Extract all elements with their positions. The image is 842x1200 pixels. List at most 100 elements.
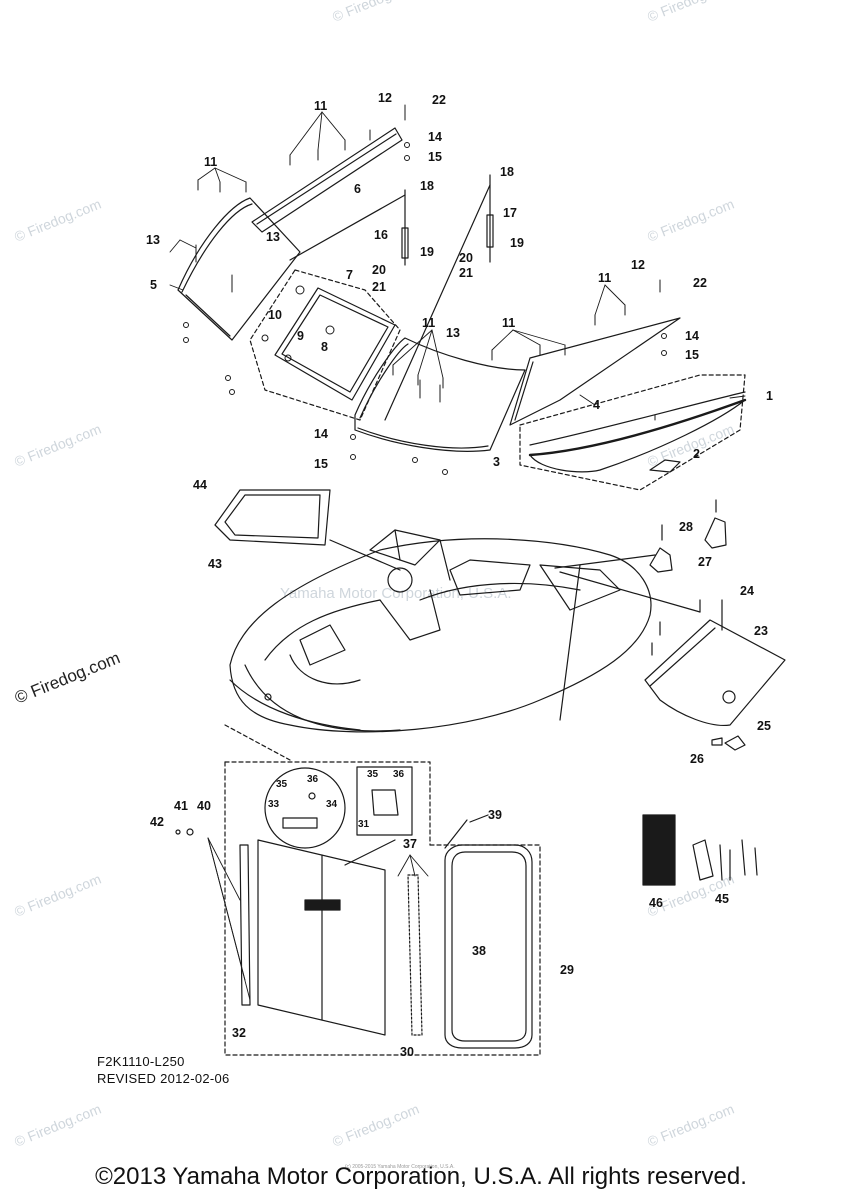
- callout-41: 41: [174, 799, 188, 813]
- callout-8: 8: [321, 340, 328, 354]
- callout-6: 6: [354, 182, 361, 196]
- windshield-panel-5: [177, 197, 301, 341]
- callout-15: 15: [685, 348, 699, 362]
- callout-34: 34: [326, 799, 338, 810]
- callout-21: 21: [459, 266, 473, 280]
- callout-10: 10: [268, 308, 282, 322]
- callout-38: 38: [472, 944, 486, 958]
- callout-20: 20: [372, 263, 386, 277]
- callout-31: 31: [358, 819, 370, 830]
- callout-28: 28: [679, 520, 693, 534]
- windshield-strip-6: [251, 127, 403, 233]
- storage-tray-43: [214, 489, 401, 571]
- callout-18: 18: [500, 165, 514, 179]
- callout-43: 43: [208, 557, 222, 571]
- windshield-panel-3: [354, 337, 526, 452]
- callout-36: 36: [393, 769, 405, 780]
- leader-lines: [397, 854, 429, 877]
- callout-4: 4: [593, 398, 600, 412]
- callout-2: 2: [693, 447, 700, 461]
- callout-35: 35: [367, 769, 379, 780]
- strut-17: [486, 174, 494, 263]
- windshield-panel-7: [274, 287, 396, 401]
- callout-33: 33: [268, 799, 280, 810]
- callout-15: 15: [428, 150, 442, 164]
- leader-lines: [169, 111, 746, 406]
- callout-13: 13: [266, 230, 280, 244]
- callout-11: 11: [204, 155, 218, 169]
- cover-1: [528, 391, 747, 473]
- callout-14: 14: [685, 329, 699, 343]
- clip-27: [649, 547, 673, 573]
- callout-27: 27: [698, 555, 712, 569]
- callout-20: 20: [459, 251, 473, 265]
- callout-44: 44: [193, 478, 207, 492]
- door-31: [257, 839, 386, 1036]
- callout-11: 11: [422, 316, 436, 330]
- callout-11: 11: [598, 271, 612, 285]
- callout-9: 9: [297, 329, 304, 343]
- callout-3: 3: [493, 455, 500, 469]
- dashed-frame: [249, 269, 401, 421]
- callout-14: 14: [428, 130, 442, 144]
- dashed-frame: [224, 761, 431, 1056]
- nut-group: [183, 142, 667, 475]
- callout-24: 24: [740, 584, 754, 598]
- latch-25-26: [711, 735, 746, 751]
- callout-45: 45: [715, 892, 729, 906]
- leader: [384, 184, 491, 421]
- step-cover-23: [644, 599, 786, 727]
- dashed-frame: [224, 761, 431, 846]
- callout-23: 23: [754, 624, 768, 638]
- strut-16: [401, 189, 409, 266]
- callout-40: 40: [197, 799, 211, 813]
- callout-17: 17: [503, 206, 517, 220]
- callout-25: 25: [757, 719, 771, 733]
- callout-15: 15: [314, 457, 328, 471]
- callout-22: 22: [432, 93, 446, 107]
- callout-16: 16: [374, 228, 388, 242]
- hinge-30: [407, 874, 423, 1036]
- callout-12: 12: [631, 258, 645, 272]
- callout-26: 26: [690, 752, 704, 766]
- callout-36: 36: [307, 774, 319, 785]
- callout-13: 13: [146, 233, 160, 247]
- callout-39: 39: [488, 808, 502, 822]
- seal-38: [444, 844, 533, 1049]
- revision-date: REVISED 2012-02-06: [97, 1071, 230, 1086]
- callout-32: 32: [232, 1026, 246, 1040]
- detail-circle: [264, 767, 346, 849]
- callout-12: 12: [378, 91, 392, 105]
- callout-42: 42: [150, 815, 164, 829]
- callout-29: 29: [560, 963, 574, 977]
- dashed-frame: [519, 374, 746, 491]
- hinge-32: [239, 844, 251, 1006]
- callout-35: 35: [276, 779, 288, 790]
- decal-46: [642, 814, 676, 886]
- callout-11: 11: [314, 99, 328, 113]
- clip-2: [649, 459, 681, 473]
- callout-37: 37: [403, 837, 417, 851]
- callout-14: 14: [314, 427, 328, 441]
- callout-1: 1: [766, 389, 773, 403]
- screw-group: [195, 104, 661, 421]
- callout-13: 13: [446, 326, 460, 340]
- small-print: (c) 2005-2015 Yamaha Motor Corporation, …: [345, 1164, 455, 1170]
- callout-19: 19: [510, 236, 524, 250]
- leader-lines: [207, 837, 251, 1001]
- callout-7: 7: [346, 268, 353, 282]
- copyright-notice: ©2013 Yamaha Motor Corporation, U.S.A. A…: [95, 1163, 747, 1190]
- dashed-frame: [429, 844, 541, 1056]
- detail-box: [356, 766, 413, 836]
- callout-30: 30: [400, 1045, 414, 1059]
- diagram-code: F2K1110-L250: [97, 1054, 185, 1069]
- callout-19: 19: [420, 245, 434, 259]
- tool-kit-45: [692, 839, 758, 881]
- callout-5: 5: [150, 278, 157, 292]
- boat-hull: [229, 529, 701, 733]
- callout-21: 21: [372, 280, 386, 294]
- callout-22: 22: [693, 276, 707, 290]
- callout-46: 46: [649, 896, 663, 910]
- windshield-strip-4: [509, 317, 681, 426]
- leader: [289, 194, 406, 261]
